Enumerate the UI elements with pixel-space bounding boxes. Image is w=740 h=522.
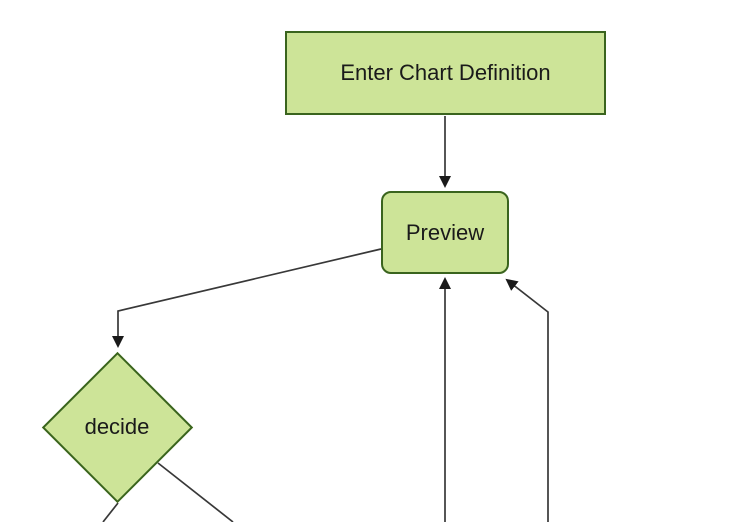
node-enter-chart-definition: Enter Chart Definition bbox=[285, 31, 606, 115]
node-decide-label: decide bbox=[84, 414, 150, 439]
edge-preview-to-decide bbox=[112, 248, 382, 348]
node-preview-label: Preview bbox=[405, 219, 485, 245]
edge-offscreen-right-to-preview bbox=[505, 278, 549, 522]
edge-decide-to-offscreen-left bbox=[102, 502, 119, 522]
node-preview: Preview bbox=[381, 191, 509, 274]
node-enter-chart-definition-label: Enter Chart Definition bbox=[340, 60, 551, 85]
edge-decide-to-offscreen-right bbox=[157, 462, 234, 522]
